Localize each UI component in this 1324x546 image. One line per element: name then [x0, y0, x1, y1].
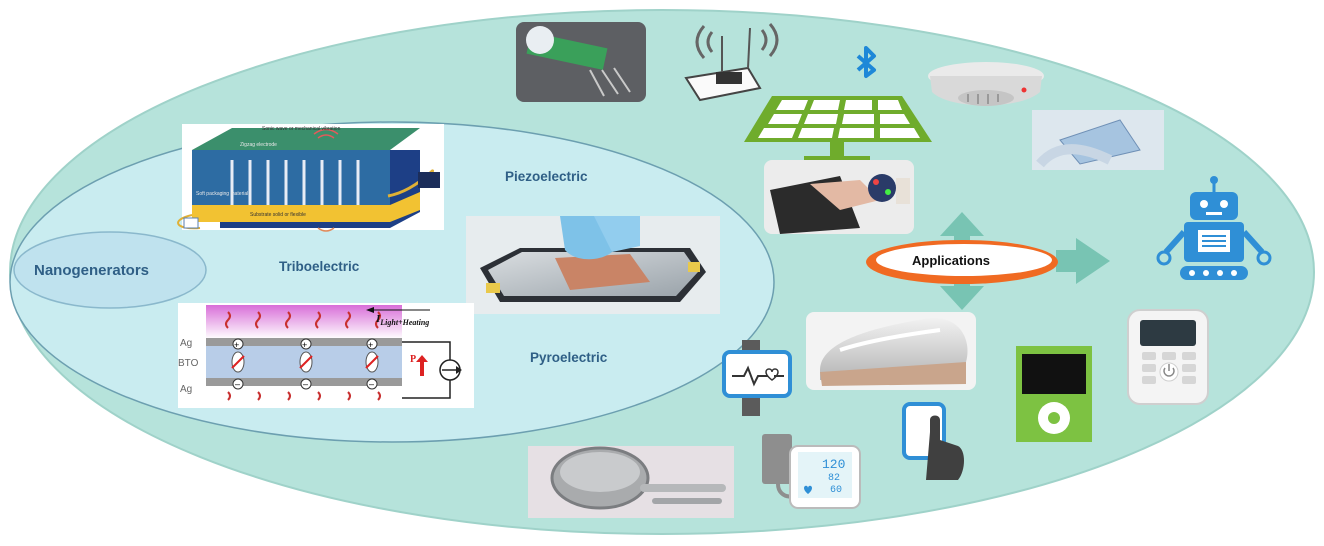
- label-pyroelectric: Pyroelectric: [530, 350, 608, 365]
- bp-diastolic: 82: [828, 473, 840, 484]
- svg-text:–: –: [303, 379, 308, 389]
- svg-text:+: +: [234, 340, 239, 350]
- smart-shoe-photo: [806, 312, 976, 390]
- implant-battery-photo: [528, 446, 734, 518]
- bluetooth-icon: [856, 46, 876, 78]
- svg-text:–: –: [235, 379, 240, 389]
- svg-text:–: –: [369, 379, 374, 389]
- applications-hub: [866, 212, 1110, 310]
- pir-sensor-photo: [516, 22, 646, 102]
- label-nanogenerators: Nanogenerators: [34, 262, 149, 279]
- pyro-layer-ag-bottom: Ag: [180, 384, 192, 395]
- robot-icon: [1156, 176, 1272, 280]
- tribo-top-annotation: Sonic wave or mechanical vibration: [262, 126, 341, 132]
- pyro-current-label: ILight+Heating: [375, 313, 429, 327]
- label-triboelectric: Triboelectric: [279, 259, 360, 274]
- pyro-polarization-label: P: [410, 354, 416, 365]
- piezoelectric-photo: [466, 216, 720, 314]
- tribo-layer-label: Zigzag electrode: [240, 142, 277, 148]
- pyroelectric-figure: + + + – – – P ILight+Heating: [178, 303, 474, 408]
- label-piezoelectric: Piezoelectric: [505, 169, 588, 184]
- label-applications: Applications: [912, 253, 990, 268]
- bp-pulse: 60: [830, 485, 842, 496]
- smartwatch-icon: [722, 340, 792, 416]
- blood-pressure-monitor-icon: 120 82 60: [762, 434, 861, 509]
- pyro-layer-ag-top: Ag: [180, 338, 192, 349]
- svg-text:+: +: [368, 340, 373, 350]
- nanogenerators-bubble: [13, 231, 207, 309]
- smoke-detector-icon: [928, 62, 1044, 106]
- music-player-icon: [1016, 346, 1092, 442]
- svg-text:+: +: [302, 340, 307, 350]
- bp-systolic: 120: [822, 457, 845, 472]
- triboelectric-figure: Sonic wave or mechanical vibration Zigza…: [177, 124, 444, 232]
- keyboard-glove-photo: [764, 160, 914, 234]
- tribo-left-label: Soft packaging material: [196, 191, 248, 197]
- remote-control-icon: [1127, 309, 1209, 405]
- smartphone-icon: [902, 402, 964, 480]
- tribo-bottom-label: Substrate solid or flexible: [250, 212, 306, 218]
- flexible-sensor-photo: [1032, 110, 1164, 170]
- pyro-layer-bto: BTO: [178, 358, 199, 369]
- wifi-router-icon: [684, 23, 779, 102]
